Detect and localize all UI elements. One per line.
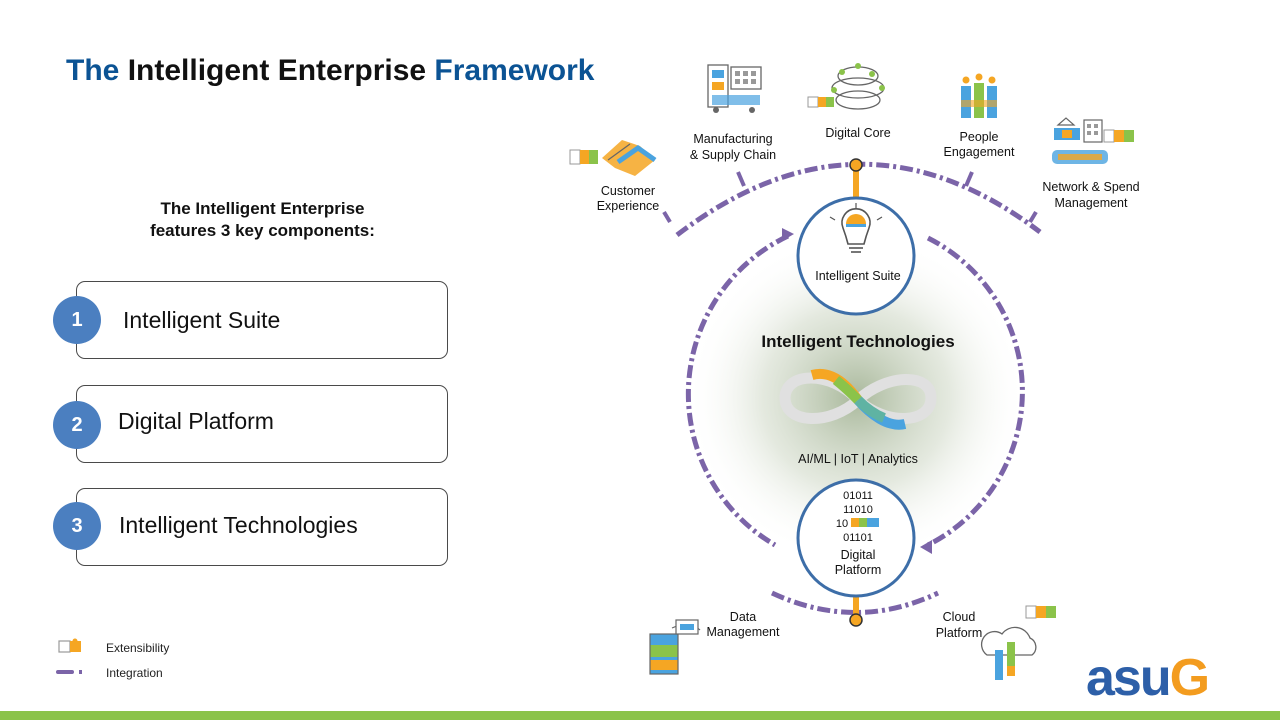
asug-logo: asuG (1086, 649, 1210, 707)
app-manufacturing-2: & Supply Chain (690, 148, 776, 162)
connector-top-node (849, 158, 863, 172)
intro-text: The Intelligent Enterprise features 3 ke… (150, 199, 375, 240)
integration-arc-bottom (770, 590, 940, 615)
legend-icons (56, 638, 82, 674)
svg-text:11010: 11010 (843, 504, 873, 516)
arrow-bottom-icon (920, 540, 932, 554)
app-digital-core: Digital Core (825, 126, 890, 140)
component-number-2: 2 (53, 401, 101, 449)
footer-bar (0, 711, 1280, 720)
integration-ring-right (926, 235, 1025, 548)
digital-platform-circle (796, 478, 916, 598)
legend-integration: Integration (106, 666, 163, 680)
app-data-1: Data (730, 610, 756, 624)
component-box-suite (76, 281, 448, 359)
app-network-2: Management (1055, 196, 1128, 210)
app-cloud-1: Cloud (943, 610, 976, 624)
connector-top (853, 166, 859, 200)
intelligent-suite-circle (796, 196, 916, 316)
app-people-2: Engagement (944, 145, 1015, 159)
app-manufacturing-1: Manufacturing (693, 132, 772, 146)
component-number-1: 1 (53, 296, 101, 344)
svg-text:01011: 01011 (843, 490, 873, 502)
digital-platform-label-1: Digital (841, 548, 876, 562)
binary-icon: 01011 11010 10 01101 (836, 490, 873, 544)
app-cloud-2: Platform (936, 626, 983, 640)
app-customer-1: Customer (601, 184, 655, 198)
center-title: Intelligent Technologies (761, 332, 954, 351)
connector-bottom (853, 594, 859, 620)
cloud-icon (980, 605, 1056, 680)
app-customer-2: Experience (597, 199, 660, 213)
intelligent-suite-label: Intelligent Suite (815, 269, 901, 283)
factory-icon (707, 64, 762, 113)
integration-line-icon (56, 670, 82, 674)
people-icon (961, 73, 997, 118)
component-label-suite: Intelligent Suite (123, 307, 281, 333)
digital-core-icon (807, 63, 885, 110)
legend-extensibility: Extensibility (106, 641, 170, 655)
svg-text:10: 10 (836, 518, 848, 530)
network-icon (1052, 117, 1134, 164)
lightbulb-icon (829, 203, 883, 253)
arrow-top-icon (782, 228, 794, 241)
integration-ring-left (685, 233, 790, 548)
handshake-icon (569, 140, 657, 176)
app-data-2: Management (707, 625, 780, 639)
connector-bottom-node (849, 613, 863, 627)
app-people-1: People (960, 130, 999, 144)
page-title: The Intelligent Enterprise Framework (66, 54, 595, 87)
app-network-1: Network & Spend (1042, 180, 1139, 194)
digital-platform-label-2: Platform (835, 563, 882, 577)
svg-text:01101: 01101 (843, 532, 873, 544)
component-label-technologies: Intelligent Technologies (119, 512, 358, 538)
puzzle-icon (58, 638, 81, 653)
database-icon (649, 619, 701, 675)
component-number-3: 3 (53, 502, 101, 550)
center-subtitle: AI/ML | IoT | Analytics (798, 452, 918, 466)
infinity-icon (779, 368, 937, 430)
component-box-platform (76, 385, 448, 463)
component-label-platform: Digital Platform (118, 408, 274, 434)
